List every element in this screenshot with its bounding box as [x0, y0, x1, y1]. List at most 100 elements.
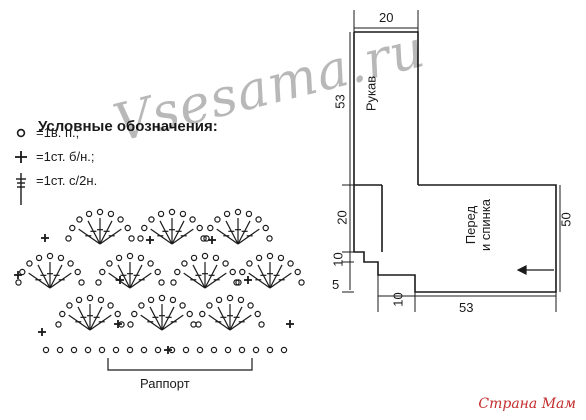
- chain-stitch: [207, 224, 214, 232]
- chain-stitch: [148, 216, 155, 223]
- chain-stitch: [42, 346, 50, 354]
- chain-stitch: [233, 279, 240, 286]
- chain-stitch: [287, 260, 294, 267]
- chain-stitch: [182, 346, 190, 354]
- chain-stitch: [55, 321, 62, 328]
- chain-stitch: [140, 346, 148, 354]
- chain-stitch: [280, 346, 288, 354]
- chain-stitch: [74, 268, 81, 276]
- double-crochet-stitch: [269, 264, 283, 289]
- chain-stitch: [266, 235, 273, 242]
- rapport-bracket: [107, 358, 253, 371]
- double-crochet-stitch: [129, 272, 152, 289]
- chain-stitch: [137, 254, 145, 262]
- chain-stitch: [124, 224, 131, 232]
- chain-stitch: [138, 302, 145, 309]
- chain-stitch: [154, 268, 161, 276]
- chain-stitch: [262, 224, 269, 232]
- chain-stitch: [255, 254, 263, 262]
- double-crochet-stitch: [140, 314, 163, 331]
- chain-stitch: [114, 310, 121, 318]
- single-crochet-plus-icon: [15, 151, 27, 163]
- chain-stitch: [126, 252, 134, 260]
- double-crochet-stitch: [248, 272, 271, 289]
- double-crochet-stitch: [129, 264, 143, 289]
- chain-stitch: [98, 346, 106, 354]
- double-crochet-cross-icon: [16, 173, 26, 205]
- chain-stitch: [266, 252, 274, 260]
- rapport-label: Раппорт: [140, 376, 190, 391]
- chain-stitch: [206, 302, 213, 309]
- double-crochet-stitch: [237, 220, 251, 245]
- dim-body-height: 50: [558, 212, 574, 227]
- double-crochet-stitch: [149, 306, 163, 331]
- chain-stitch: [84, 346, 92, 354]
- chain-stitch: [179, 210, 187, 218]
- chain-stitch: [201, 252, 209, 260]
- chain-stitch: [223, 210, 231, 218]
- legend-item-single-crochet: =1ст. б/н.;: [14, 148, 214, 166]
- double-crochet-stitch: [183, 272, 206, 289]
- chain-stitch: [199, 310, 206, 318]
- dim-bottom-offset: 10: [390, 292, 406, 307]
- double-crochet-stitch: [161, 306, 175, 331]
- chain-stitch: [157, 210, 165, 218]
- chain-stitch: [86, 294, 94, 302]
- chain-stitch: [95, 279, 102, 286]
- chain-stitch: [126, 346, 134, 354]
- double-crochet-stitch: [204, 264, 218, 289]
- chain-stitch: [215, 296, 223, 304]
- chain-stitch: [128, 235, 135, 242]
- chain-stitch: [147, 296, 155, 304]
- chain-stitch: [76, 216, 83, 223]
- chain-stitch: [67, 260, 74, 267]
- body-label-line2: и спинка: [478, 198, 493, 252]
- chain-stitch: [158, 294, 166, 302]
- chain-stitch: [210, 346, 218, 354]
- chain-stitch: [234, 208, 242, 216]
- chain-stitch: [266, 346, 274, 354]
- chain-stitch: [200, 235, 207, 242]
- double-crochet-stitch: [99, 220, 113, 245]
- chain-stitch: [57, 254, 65, 262]
- double-crochet-stitch: [89, 314, 112, 331]
- chain-stitch: [245, 210, 253, 218]
- chain-stitch: [252, 346, 260, 354]
- chain-stitch: [196, 346, 204, 354]
- chain-stitch: [127, 321, 134, 328]
- double-crochet-stitch: [68, 314, 91, 331]
- chain-stitch: [106, 260, 113, 267]
- chain-stitch: [235, 279, 242, 286]
- chain-stitch: [247, 302, 254, 309]
- chain-stitch: [226, 294, 234, 302]
- chain-stitch: [190, 254, 198, 262]
- chain-stitch: [229, 268, 236, 276]
- chain-stitch: [96, 208, 104, 216]
- double-crochet-stitch: [150, 228, 173, 245]
- chain-stitch: [97, 296, 105, 304]
- dim-step-b: 5: [332, 277, 340, 292]
- chain-stitch: [277, 254, 285, 262]
- chain-stitch: [154, 346, 162, 354]
- legend-title: Условные обозначения:: [38, 118, 218, 135]
- chain-stitch: [170, 279, 177, 286]
- chain-stitch: [168, 346, 176, 354]
- chain-stitch: [195, 321, 202, 328]
- chain-stitch: [26, 260, 33, 267]
- chain-stitch: [212, 254, 220, 262]
- chain-stitch: [222, 260, 229, 267]
- legend-item-double-crochet-text: =1ст. с/2н.: [36, 173, 98, 188]
- chain-stitch: [169, 296, 177, 304]
- legend-item-single-crochet-text: =1ст. б/н.;: [36, 149, 95, 164]
- chain-stitch: [78, 279, 85, 286]
- legend-item-chain: =1в. п.;: [14, 124, 214, 142]
- chain-stitch: [107, 302, 114, 309]
- double-crochet-stitch: [78, 228, 101, 245]
- chain-stitch: [174, 268, 181, 276]
- chain-stitch: [112, 346, 120, 354]
- double-crochet-stitch: [49, 264, 63, 289]
- double-crochet-stitch: [204, 272, 227, 289]
- double-crochet-stitch: [225, 220, 239, 245]
- legend-item-chain-text: =1в. п.;: [36, 125, 80, 140]
